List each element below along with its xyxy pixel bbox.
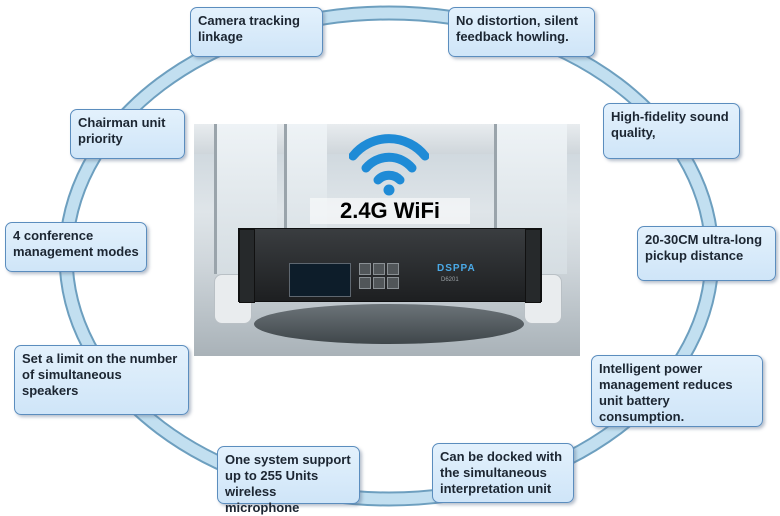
device-lcd-screen (289, 263, 351, 297)
feature-chairman-priority: Chairman unit priority (70, 109, 185, 159)
feature-management-modes: 4 conference management modes (5, 222, 147, 272)
device-keypad (359, 263, 415, 295)
conference-controller-device: DSPPA D6201 (238, 228, 542, 303)
feature-hifi-sound: High-fidelity sound quality, (603, 103, 740, 159)
feature-pickup-distance: 20-30CM ultra-long pickup distance (637, 226, 776, 281)
device-model-label: D6201 (441, 277, 459, 283)
feature-interpretation-dock: Can be docked with the simultaneous inte… (432, 443, 574, 503)
feature-no-distortion: No distortion, silent feedback howling. (448, 7, 595, 57)
feature-255-units: One system support up to 255 Units wirel… (217, 446, 360, 515)
feature-power-management: Intelligent power management reduces uni… (591, 355, 763, 427)
wifi-icon (349, 134, 429, 196)
device-brand-logo: DSPPA (437, 263, 476, 274)
feature-speaker-limit: Set a limit on the number of simultaneou… (14, 345, 189, 415)
feature-camera-tracking: Camera tracking linkage (190, 7, 323, 57)
wifi-label: 2.4G WiFi (310, 198, 470, 224)
